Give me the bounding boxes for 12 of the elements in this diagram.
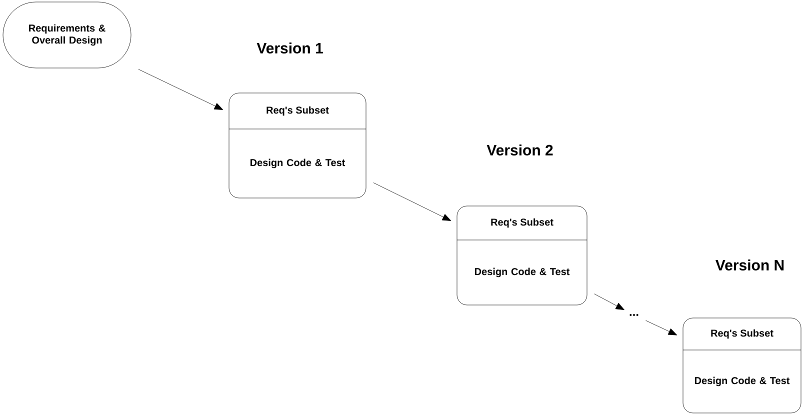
arrow [373,182,452,221]
arrow [594,294,624,310]
node-label: Version 1 [256,42,323,54]
version-box: Version N Req's Subset Design Code & Test [682,259,802,414]
version-box: Version 1 Req's Subset Design Code & Test [228,42,366,198]
arrow [138,69,224,110]
terminal-box: Requirements & Overall Design [2,2,132,68]
node-label: Version N [716,259,784,270]
ellipsis-text: ... [630,314,638,316]
version-box: Version 2 Req's Subset Design Code & Test [456,144,588,306]
node-label: Version 2 [486,144,553,156]
arrow [646,320,678,336]
